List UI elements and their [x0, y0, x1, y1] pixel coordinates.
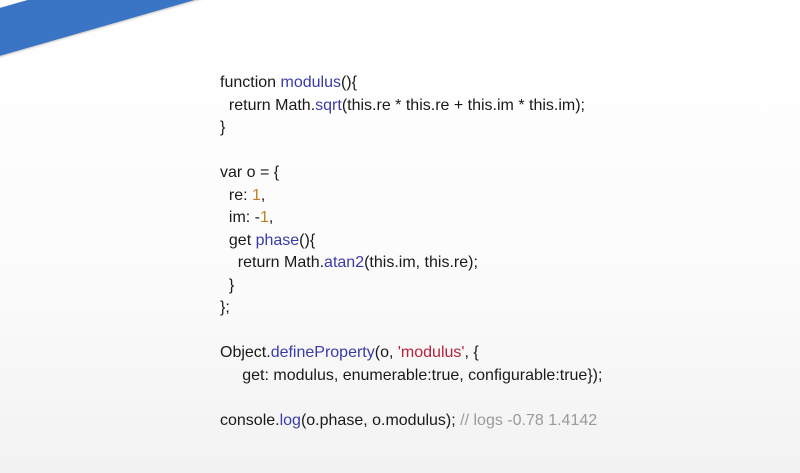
code-line: }; — [220, 297, 602, 320]
code-text: get: modulus, enumerable:true, configura… — [242, 366, 603, 384]
code-indent — [220, 232, 229, 249]
code-text: return Math. — [228, 96, 316, 114]
code-text: (){ — [299, 231, 316, 249]
code-line: var o = { — [220, 162, 602, 185]
code-text: (o.phase, o.modulus); — [300, 411, 461, 429]
code-text: } — [220, 119, 226, 136]
code-text: (o, — [374, 344, 398, 361]
code-text: Object. — [220, 344, 271, 361]
code-line: Object.defineProperty(o, 'modulus', { — [220, 342, 602, 365]
code-text: (this.re * this.re + this.im * this.im); — [341, 96, 585, 114]
code-line: re: 1, — [220, 185, 602, 208]
code-indent — [220, 187, 229, 204]
code-number: 1 — [252, 186, 261, 204]
code-blank-line — [220, 387, 602, 410]
code-text: var o = { — [220, 164, 280, 181]
code-function-name: modulus — [280, 74, 341, 91]
code-blank-line — [220, 320, 602, 343]
code-line: return Math.sqrt(this.re * this.re + thi… — [220, 95, 602, 118]
code-indent — [220, 277, 229, 294]
code-function-name: sqrt — [315, 96, 342, 114]
code-line: } — [220, 275, 602, 298]
code-function-name: defineProperty — [270, 344, 375, 361]
code-text: , { — [464, 344, 479, 361]
code-comment: // logs -0.78 1.4142 — [460, 411, 598, 429]
code-indent — [220, 97, 229, 114]
code-text: , — [260, 186, 266, 204]
code-text: } — [228, 276, 235, 294]
code-text: , — [268, 209, 274, 226]
code-text: im: - — [228, 209, 260, 226]
code-text: (){ — [340, 74, 357, 91]
code-function-name: atan2 — [324, 254, 365, 271]
code-line: } — [220, 117, 602, 140]
code-block: function modulus(){ return Math.sqrt(thi… — [220, 72, 602, 432]
code-line: im: -1, — [220, 207, 602, 230]
code-text: return Math. — [237, 254, 325, 271]
code-line: function modulus(){ — [220, 72, 602, 95]
code-text: get — [228, 231, 256, 249]
code-text: function — [220, 74, 281, 91]
code-line: get: modulus, enumerable:true, configura… — [220, 365, 602, 388]
code-text: console. — [220, 411, 280, 429]
code-text: re: — [228, 186, 253, 204]
code-string: 'modulus' — [397, 344, 465, 361]
code-function-name: log — [279, 411, 301, 429]
code-indent — [220, 209, 229, 226]
code-indent — [220, 367, 242, 384]
code-line: console.log(o.phase, o.modulus); // logs… — [220, 410, 602, 433]
code-number: 1 — [260, 209, 269, 226]
code-line: get phase(){ — [220, 230, 602, 253]
code-indent — [220, 254, 238, 271]
code-text: }; — [220, 299, 230, 316]
code-blank-line — [220, 140, 602, 163]
code-line: return Math.atan2(this.im, this.re); — [220, 252, 602, 275]
code-function-name: phase — [255, 231, 300, 249]
code-text: (this.im, this.re); — [364, 254, 478, 271]
